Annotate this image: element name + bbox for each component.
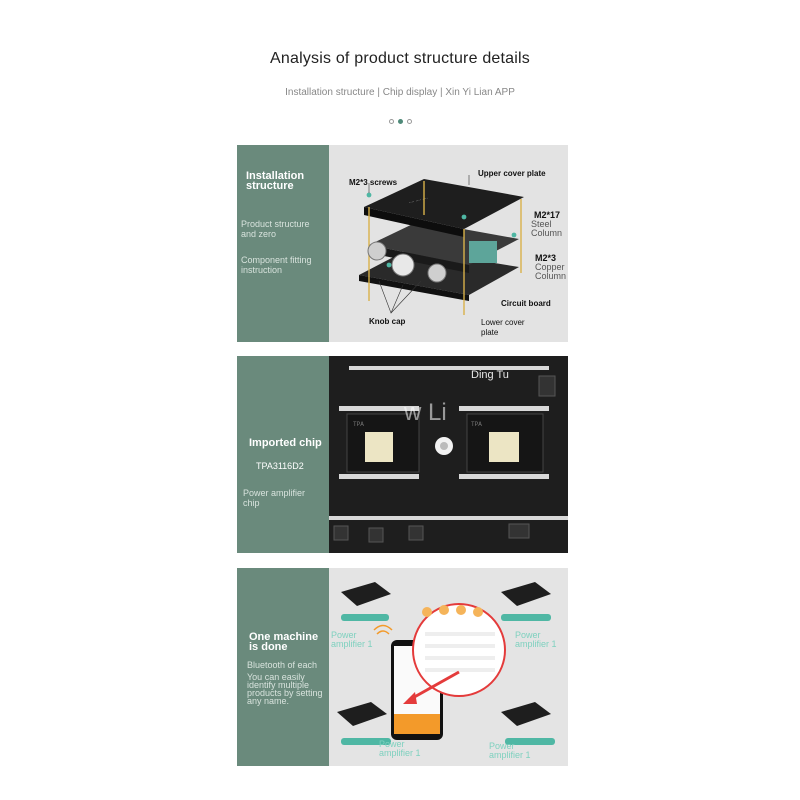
- text-line: amplifier 1: [331, 639, 373, 649]
- carousel-dot[interactable]: [406, 119, 412, 124]
- text-line: Power amplifier: [243, 488, 306, 498]
- app-illustration: Power amplifier 1 Power amplifier 1 Powe…: [329, 568, 568, 766]
- text-line: Power: [489, 741, 515, 751]
- chip-panel: Imported chip TPA3116D2 Power amplifier …: [237, 356, 568, 553]
- label-steel-c: Column: [531, 228, 563, 238]
- page-title: Analysis of product structure details: [270, 50, 530, 67]
- carousel-dots: [0, 119, 800, 124]
- chip-heading: Imported chip: [249, 437, 322, 449]
- text-line: amplifier 1: [489, 750, 531, 760]
- svg-text:TPA: TPA: [471, 421, 482, 428]
- device-label-br: Power amplifier 1: [489, 742, 531, 760]
- exploded-board-image: .... .... .... M2*3 screws Upper cover p…: [329, 145, 568, 342]
- installation-side: Installation structure Product structure…: [237, 145, 329, 342]
- chip-board-drawing: TPA TPA: [329, 356, 568, 553]
- text-line: identify multiple: [247, 680, 310, 690]
- label-upper-plate: Upper cover plate: [478, 169, 546, 178]
- svg-text:.... .... ....: .... .... ....: [408, 194, 428, 205]
- text-line: amplifier 1: [515, 639, 557, 649]
- text-line: products by setting: [247, 688, 323, 698]
- app-text2: You can easily identify multiple product…: [247, 672, 323, 706]
- svg-text:TPA: TPA: [353, 421, 364, 428]
- label-copper-a: M2*3: [535, 253, 557, 263]
- chip-model: TPA3116D2: [256, 461, 304, 471]
- text-line: amplifier 1: [379, 748, 421, 758]
- label-lower-b: plate: [481, 328, 499, 337]
- label-copper-b: Copper: [535, 262, 565, 272]
- text-line: Power: [379, 739, 405, 749]
- chip-photo: TPA TPA Ding Tu w Li: [329, 356, 568, 553]
- label-screws: M2*3 screws: [349, 178, 398, 187]
- carousel-dot[interactable]: [388, 119, 394, 124]
- heading-line: is done: [249, 641, 288, 653]
- app-side: One machine is done Bluetooth of each Yo…: [237, 568, 329, 766]
- device-label-tl: Power amplifier 1: [331, 631, 373, 649]
- carousel-dot-active[interactable]: [397, 119, 403, 124]
- app-panel: One machine is done Bluetooth of each Yo…: [237, 568, 568, 766]
- text-line: You can easily: [247, 672, 305, 682]
- heading-line: One machine: [249, 631, 319, 643]
- label-knob-cap: Knob cap: [369, 317, 406, 326]
- text-line: Product structure: [241, 219, 310, 229]
- heading-line: structure: [246, 180, 294, 192]
- text-line: Power: [515, 630, 541, 640]
- app-text1: Bluetooth of each: [247, 660, 318, 670]
- text-line: any name.: [247, 696, 290, 706]
- device-label-tr: Power amplifier 1: [515, 631, 557, 649]
- label-lower-a: Lower cover: [481, 318, 525, 327]
- installation-panel: Installation structure Product structure…: [237, 145, 568, 342]
- chip-side: Imported chip TPA3116D2 Power amplifier …: [237, 356, 329, 553]
- label-steel-b: Steel: [531, 219, 552, 229]
- page-subtitle: Installation structure | Chip display | …: [285, 87, 515, 98]
- app-drawing: [337, 582, 555, 745]
- app-heading: One machine is done: [249, 631, 319, 653]
- text-line: instruction: [241, 265, 283, 275]
- label-copper-c: Column: [535, 271, 567, 281]
- chip-desc: Power amplifier chip: [243, 488, 305, 508]
- heading-line: Installation: [246, 170, 305, 182]
- text-line: Power: [331, 630, 357, 640]
- installation-text1: Product structure and zero: [241, 219, 310, 239]
- text-line: and zero: [241, 229, 277, 239]
- text-line: chip: [243, 498, 260, 508]
- exploded-board-drawing: .... .... ....: [359, 175, 524, 315]
- watermark-ding-tu: Ding Tu: [471, 369, 509, 381]
- label-circuit-board: Circuit board: [501, 299, 551, 308]
- device-label-bl: Power amplifier 1: [379, 740, 421, 758]
- installation-text2: Component fitting instruction: [241, 255, 312, 275]
- installation-heading: Installation structure: [246, 170, 305, 192]
- label-steel-a: M2*17: [534, 210, 561, 220]
- text-line: Component fitting: [241, 255, 312, 265]
- watermark-brand: w Li: [404, 399, 447, 426]
